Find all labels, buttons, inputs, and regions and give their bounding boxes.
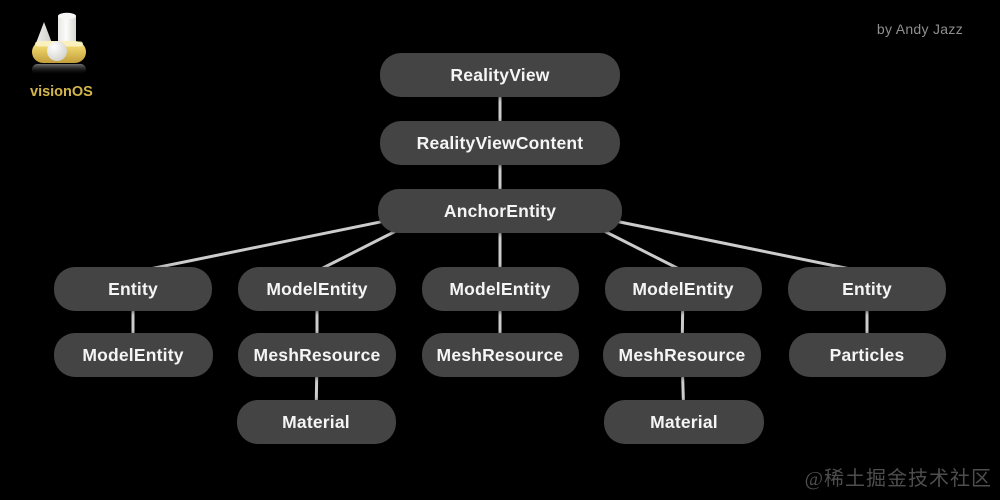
icon-reflection <box>32 64 86 75</box>
node-modelentity-4: ModelEntity <box>604 267 762 311</box>
watermark-text: @稀土掘金技术社区 <box>804 468 992 490</box>
visionos-label: visionOS <box>30 84 93 100</box>
edge-anchorentity-modelentity-4 <box>602 229 685 273</box>
node-realityview: RealityView <box>380 53 620 97</box>
node-meshresource-2: MeshResource <box>421 333 579 377</box>
node-modelentity-6: ModelEntity <box>53 333 213 377</box>
node-material-2: Material <box>604 400 764 444</box>
icon-cylinder-top <box>58 12 76 20</box>
edge-anchorentity-entity-5 <box>613 219 862 273</box>
node-modelentity-2: ModelEntity <box>238 267 396 311</box>
visionos-app-icon <box>32 12 86 75</box>
node-meshresource-1: MeshResource <box>238 333 396 377</box>
icon-cylinder <box>58 16 76 47</box>
edge-anchorentity-entity-1 <box>138 219 387 273</box>
icon-sphere <box>47 41 67 61</box>
edge-anchorentity-modelentity-2 <box>315 229 398 273</box>
node-anchorentity: AnchorEntity <box>378 189 622 233</box>
author-credit: by Andy Jazz <box>876 21 963 37</box>
node-material-1: Material <box>236 400 396 444</box>
node-modelentity-3: ModelEntity <box>421 267 579 311</box>
node-entity-1: Entity <box>54 267 212 311</box>
node-particles: Particles <box>788 333 946 377</box>
node-realityviewcontent: RealityViewContent <box>380 121 620 165</box>
node-entity-5: Entity <box>788 267 946 311</box>
node-meshresource-3: MeshResource <box>603 333 761 377</box>
